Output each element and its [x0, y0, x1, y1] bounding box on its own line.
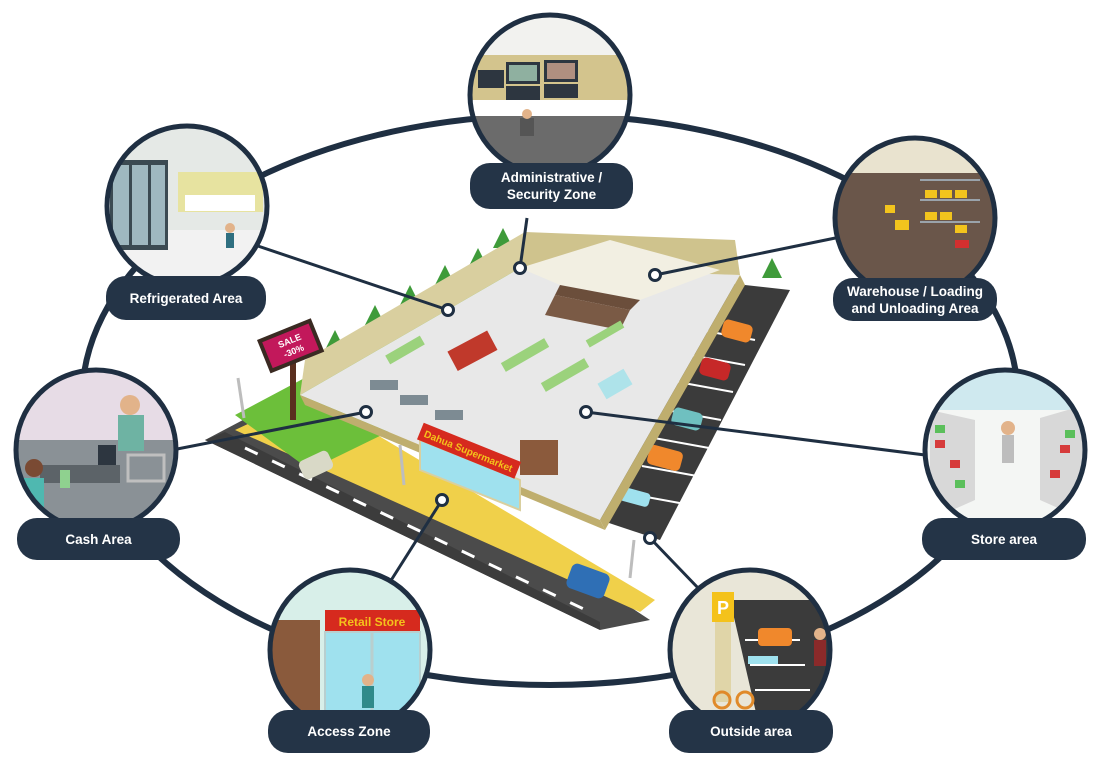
warehouse-loading-area-label[interactable]: Warehouse / Loading and Unloading Area	[833, 278, 997, 321]
admin-security-zone-label[interactable]: Administrative / Security Zone	[470, 163, 633, 209]
access-zone-photo[interactable]: Retail Store	[267, 567, 433, 733]
building-floor	[300, 268, 740, 520]
monitor-wall-icon	[478, 60, 578, 100]
parking-sign-icon	[712, 592, 734, 622]
parking-lot	[600, 280, 790, 540]
outside-area-label[interactable]: Outside area	[669, 710, 833, 753]
retail-store-sign-text: Retail Store	[339, 615, 406, 629]
warehouse-zone-photo[interactable]	[832, 135, 998, 301]
admin-zone-photo[interactable]	[467, 12, 633, 178]
access-zone-label[interactable]: Access Zone	[268, 710, 430, 753]
cash-area-label[interactable]: Cash Area	[17, 518, 180, 560]
warehouse-shelves-icon	[885, 190, 967, 233]
checkout-counter-icon	[40, 445, 120, 483]
parking-sign-text: P	[717, 598, 729, 618]
supermarket-sign	[417, 422, 522, 479]
fridge-aisle-icon	[110, 160, 168, 250]
refrigerated-zone-photo[interactable]	[104, 123, 270, 289]
refrigerated-area-label[interactable]: Refrigerated Area	[106, 276, 266, 320]
supermarket-isometric: Dahua Supermarket SALE -30%	[205, 228, 790, 630]
outside-zone-photo[interactable]: P	[667, 567, 833, 733]
store-area-label[interactable]: Store area	[922, 518, 1086, 560]
store-zone-photo[interactable]	[922, 367, 1088, 533]
cash-zone-photo[interactable]	[13, 367, 179, 533]
